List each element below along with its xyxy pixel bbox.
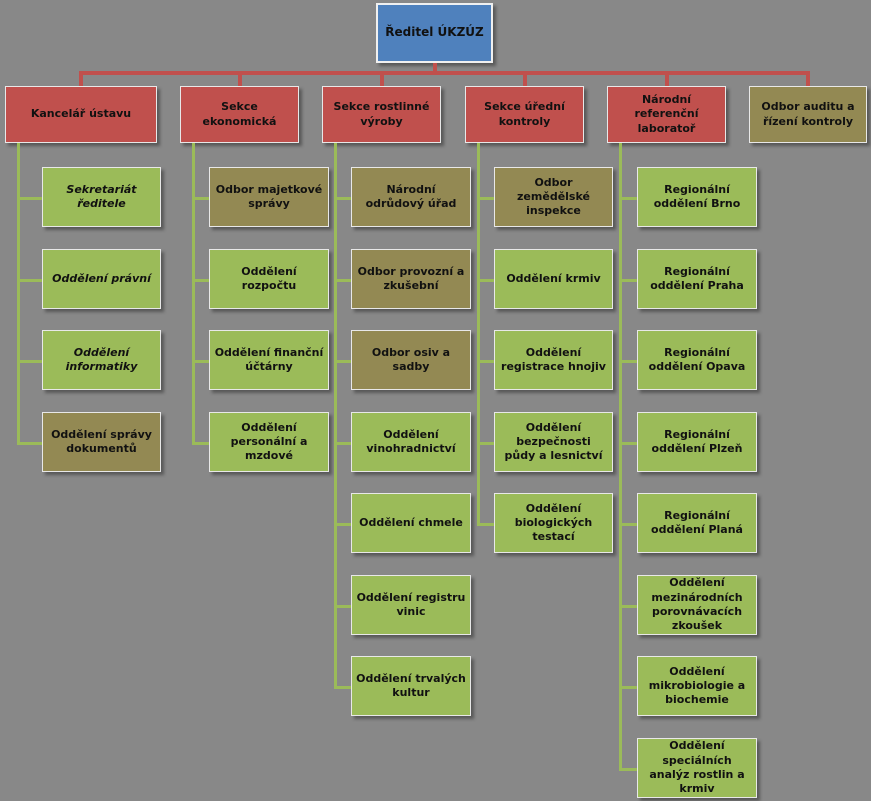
connector-branch (619, 523, 637, 526)
connector-branch (17, 279, 42, 282)
connector-section-drop (664, 71, 669, 86)
connector-branch (334, 605, 351, 608)
director-box: Ředitel ÚKZÚZ (376, 3, 493, 63)
unit-oddeleni-biologickych-testaci: Oddělení biologických testací (494, 493, 613, 553)
connector-branch (619, 279, 637, 282)
unit-sekretariat-reditele: Sekretariát ředitele (42, 167, 161, 227)
connector-section-drop (379, 71, 384, 86)
unit-oddeleni-personalni-a-mzdove: Oddělení personální a mzdové (209, 412, 329, 472)
unit-odbor-zemedelske-inspekce: Odbor zemědělské inspekce (494, 167, 613, 227)
connector-branch (619, 442, 637, 445)
connector-branch (192, 360, 209, 363)
unit-oddeleni-registru-vinic: Oddělení registru vinic (351, 575, 471, 635)
connector-trunk (192, 143, 195, 444)
unit-oddeleni-rozpoctu: Oddělení rozpočtu (209, 249, 329, 309)
unit-oddeleni-bezpecnosti-pudy-a-lesnictvi: Oddělení bezpečnosti půdy a lesnictví (494, 412, 613, 472)
connector-branch (17, 442, 42, 445)
connector-branch (334, 442, 351, 445)
unit-odbor-majetkove-spravy: Odbor majetkové správy (209, 167, 329, 227)
connector-branch (619, 605, 637, 608)
unit-oddeleni-trvalych-kultur: Oddělení trvalých kultur (351, 656, 471, 716)
unit-oddeleni-pravni: Oddělení právní (42, 249, 161, 309)
unit-oddeleni-mezinarodnich-porovnavacich-zkousek: Oddělení mezinárodních porovnávacích zko… (637, 575, 757, 635)
unit-oddeleni-specialnich-analyz-rostlin-a-krmiv: Oddělení speciálních analýz rostlin a kr… (637, 738, 757, 798)
unit-oddeleni-informatiky: Oddělení informatiky (42, 330, 161, 390)
connector-branch (334, 360, 351, 363)
unit-narodni-odrudovy-urad: Národní odrůdový úřad (351, 167, 471, 227)
unit-odbor-osiv-a-sadby: Odbor osiv a sadby (351, 330, 471, 390)
connector-branch (192, 197, 209, 200)
connector-branch (477, 197, 494, 200)
unit-regionalni-oddeleni-brno: Regionální oddělení Brno (637, 167, 757, 227)
connector-branch (17, 360, 42, 363)
connector-branch (334, 279, 351, 282)
connector-section-drop (522, 71, 527, 86)
connector-section-drop (237, 71, 242, 86)
connector-branch (477, 279, 494, 282)
section-sekce-ekonomicka: Sekce ekonomická (180, 86, 299, 143)
unit-regionalni-oddeleni-plzen: Regionální oddělení Plzeň (637, 412, 757, 472)
unit-oddeleni-mikrobiologie-a-biochemie: Oddělení mikrobiologie a biochemie (637, 656, 757, 716)
connector-branch (334, 197, 351, 200)
connector-branch (619, 197, 637, 200)
connector-branch (619, 768, 637, 771)
unit-oddeleni-registrace-hnojiv: Oddělení registrace hnojiv (494, 330, 613, 390)
unit-regionalni-oddeleni-opava: Regionální oddělení Opava (637, 330, 757, 390)
connector-trunk (477, 143, 480, 525)
connector-branch (619, 360, 637, 363)
unit-regionalni-oddeleni-praha: Regionální oddělení Praha (637, 249, 757, 309)
connector-branch (477, 360, 494, 363)
section-narodni-referencni-laborator: Národní referenční laboratoř (607, 86, 726, 143)
connector-branch (334, 523, 351, 526)
unit-regionalni-oddeleni-plana: Regionální oddělení Planá (637, 493, 757, 553)
connector-branch (477, 442, 494, 445)
section-sekce-rostlinne-vyroby: Sekce rostlinné výroby (322, 86, 441, 143)
unit-oddeleni-financni-uctarny: Oddělení finanční účtárny (209, 330, 329, 390)
connector-trunk (334, 143, 337, 688)
section-kancelar-ustavu: Kancelář ústavu (5, 86, 157, 143)
connector-branch (192, 442, 209, 445)
connector-trunk (17, 143, 20, 444)
connector-horizontal-bar (79, 71, 810, 75)
section-sekce-uredni-kontroly: Sekce úřední kontroly (465, 86, 584, 143)
unit-oddeleni-chmele: Oddělení chmele (351, 493, 471, 553)
connector-branch (619, 686, 637, 689)
connector-branch (477, 523, 494, 526)
unit-oddeleni-spravy-dokumentu: Oddělení správy dokumentů (42, 412, 161, 472)
connector-section-drop (79, 71, 83, 86)
unit-oddeleni-vinohradnictvi: Oddělení vinohradnictví (351, 412, 471, 472)
connector-trunk (619, 143, 622, 770)
connector-section-drop (806, 71, 810, 86)
connector-director-down (433, 63, 437, 73)
section-odbor-auditu-a-rizeni-kontroly: Odbor auditu a řízení kontroly (749, 86, 867, 143)
unit-oddeleni-krmiv: Oddělení krmiv (494, 249, 613, 309)
connector-branch (17, 197, 42, 200)
unit-odbor-provozni-a-zkusebni: Odbor provozní a zkušební (351, 249, 471, 309)
connector-branch (334, 686, 351, 689)
connector-branch (192, 279, 209, 282)
